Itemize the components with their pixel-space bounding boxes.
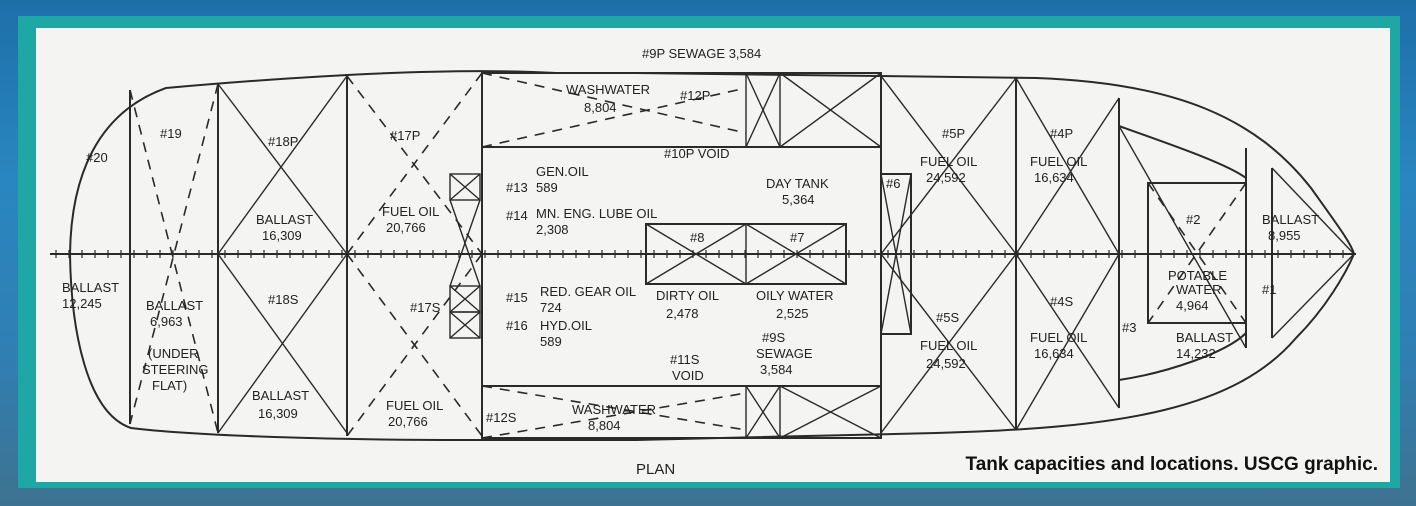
ballast-fwd-cap: 8,955 (1268, 228, 1301, 243)
day-tank-cap: 5,364 (782, 192, 815, 207)
tank-6-label: #6 (886, 176, 900, 191)
red-gear-cap: 724 (540, 300, 562, 315)
fuel-5p-cap: 24,592 (926, 170, 966, 185)
tank-5s-label: #5S (936, 310, 959, 325)
tank-4p-label: #4P (1050, 126, 1073, 141)
tank-16-label: #16 (506, 318, 528, 333)
fuel-17p-cap: 20,766 (386, 220, 426, 235)
ballast-18p-name: BALLAST (256, 212, 313, 227)
tank-plan-diagram: #20 #19 #18P #17P BALLAST 12,245 BALLAST… (50, 46, 1356, 478)
sewage-9s-cap: 3,584 (760, 362, 793, 377)
oily-water-cap: 2,525 (776, 306, 809, 321)
tank-15-label: #15 (506, 290, 528, 305)
hull-outline (68, 70, 1356, 441)
potable-cap: 4,964 (1176, 298, 1209, 313)
void-11s-label: VOID (672, 368, 704, 383)
oily-water-name: OILY WATER (756, 288, 834, 303)
washwater-s-name: WASHWATER (572, 402, 656, 417)
red-gear-name: RED. GEAR OIL (540, 284, 636, 299)
tank-13-label: #13 (506, 180, 528, 195)
tank-7-label: #7 (790, 230, 804, 245)
tank-17s-label: #17S (410, 300, 441, 315)
ballast-18s-cap: 16,309 (258, 406, 298, 421)
fuel-4s-name: FUEL OIL (1030, 330, 1087, 345)
fuel-17s-cap: 20,766 (388, 414, 428, 429)
tank-18s-label: #18S (268, 292, 299, 307)
ballast-aft-cap: 12,245 (62, 296, 102, 311)
tank-17p-label: #17P (390, 128, 420, 143)
day-tank-name: DAY TANK (766, 176, 829, 191)
hyd-oil-name: HYD.OIL (540, 318, 592, 333)
potable-name-2: WATER (1176, 282, 1222, 297)
potable-name-1: POTABLE (1168, 268, 1227, 283)
figure-caption: Tank capacities and locations. USCG grap… (961, 452, 1382, 478)
fuel-5s-name: FUEL OIL (920, 338, 977, 353)
tank-2-label: #2 (1186, 212, 1200, 227)
sewage-9p-label: #9P SEWAGE 3,584 (642, 46, 761, 61)
tank-14-label: #14 (506, 208, 528, 223)
diagram-title: PLAN (636, 461, 675, 478)
fuel-17s-name: FUEL OIL (386, 398, 443, 413)
tank-12s-label: #12S (486, 410, 517, 425)
fuel-17p-name: FUEL OIL (382, 204, 439, 219)
ballast-19-name: BALLAST (146, 298, 203, 313)
fuel-4p-name: FUEL OIL (1030, 154, 1087, 169)
tank-18p-label: #18P (268, 134, 298, 149)
tank-3-label: #3 (1122, 320, 1136, 335)
fuel-5s-cap: 24,592 (926, 356, 966, 371)
dirty-oil-cap: 2,478 (666, 306, 699, 321)
centerline-ticks (55, 250, 1344, 258)
void-10p-label: #10P VOID (664, 146, 730, 161)
fuel-4s-cap: 16,634 (1034, 346, 1074, 361)
under-steering-1: (UNDER (148, 346, 199, 361)
washwater-s-cap: 8,804 (588, 418, 621, 433)
ballast-3-name: BALLAST (1176, 330, 1233, 345)
dirty-oil-name: DIRTY OIL (656, 288, 719, 303)
tank-1-label: #1 (1262, 282, 1276, 297)
tank-12p-label: #12P (680, 88, 710, 103)
tank-9s-label: #9S (762, 330, 785, 345)
mn-lube-cap: 2,308 (536, 222, 569, 237)
under-steering-2: STEERING (142, 362, 208, 377)
hyd-oil-cap: 589 (540, 334, 562, 349)
ballast-18s-name: BALLAST (252, 388, 309, 403)
tank-20-label: #20 (86, 150, 108, 165)
ballast-19-cap: 6,963 (150, 314, 183, 329)
gen-oil-cap: 589 (536, 180, 558, 195)
washwater-p-name: WASHWATER (566, 82, 650, 97)
under-steering-3: FLAT) (152, 378, 187, 393)
fuel-4p-cap: 16,634 (1034, 170, 1074, 185)
sewage-9s-name: SEWAGE (756, 346, 813, 361)
mn-lube-name: MN. ENG. LUBE OIL (536, 206, 657, 221)
tank-5p-label: #5P (942, 126, 965, 141)
tank-11s-label: #11S (670, 352, 700, 367)
tank-19-label: #19 (160, 126, 182, 141)
gen-oil-name: GEN.OIL (536, 164, 589, 179)
ballast-fwd-name: BALLAST (1262, 212, 1319, 227)
ballast-3-cap: 14,232 (1176, 346, 1216, 361)
ballast-18p-cap: 16,309 (262, 228, 302, 243)
tank-8-label: #8 (690, 230, 704, 245)
fuel-5p-name: FUEL OIL (920, 154, 977, 169)
washwater-p-cap: 8,804 (584, 100, 617, 115)
tank-4s-label: #4S (1050, 294, 1073, 309)
ballast-aft-name: BALLAST (62, 280, 119, 295)
